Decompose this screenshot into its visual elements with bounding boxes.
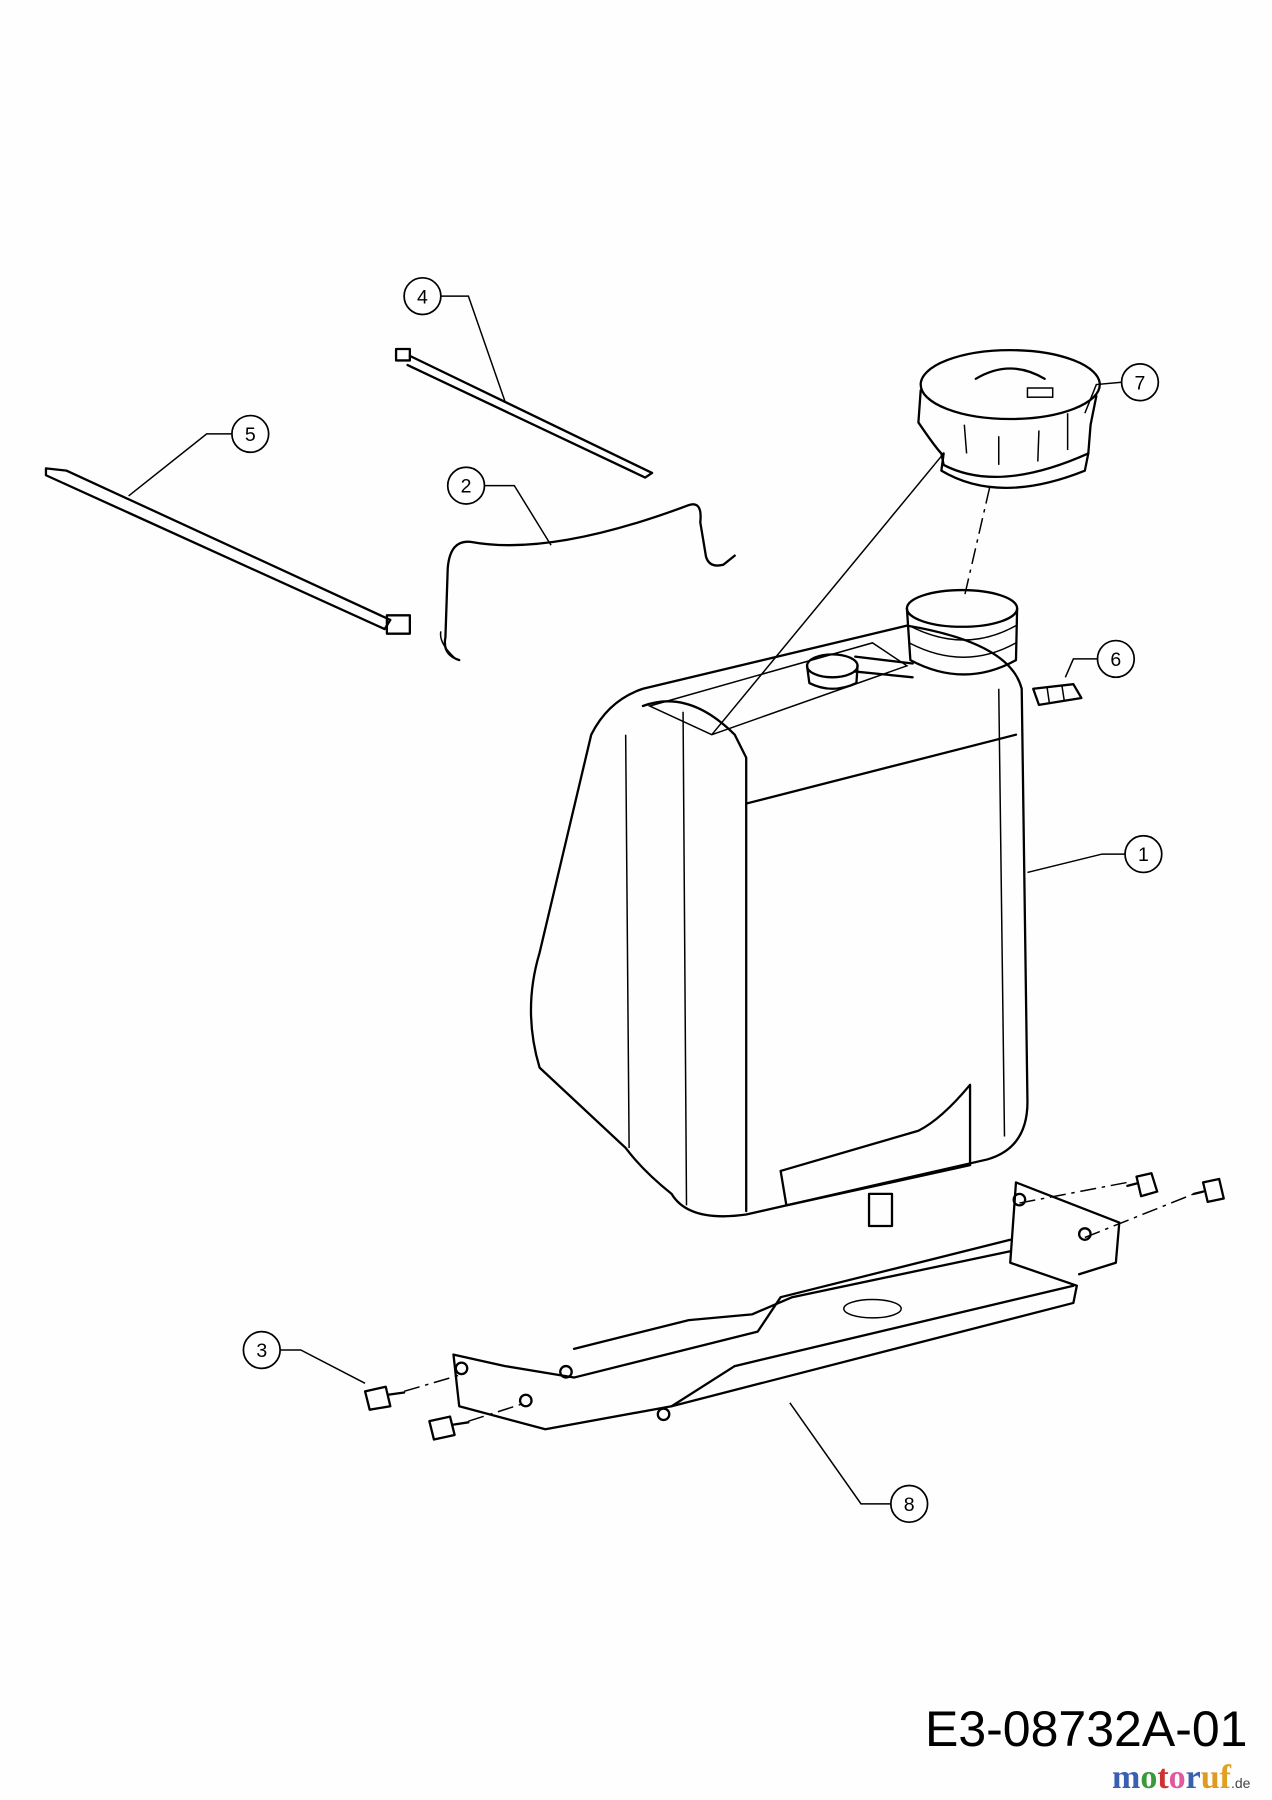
hose-fitting-6 <box>1032 683 1083 706</box>
svg-text:6: 6 <box>1110 649 1121 671</box>
svg-text:1: 1 <box>1138 844 1149 866</box>
cable-tie-5 <box>44 467 412 635</box>
svg-text:8: 8 <box>904 1494 915 1516</box>
wire-clip-2 <box>439 503 736 662</box>
watermark-letter: f <box>1219 1759 1231 1796</box>
bolts-3 <box>363 1172 1225 1441</box>
callout-2: 2 <box>446 466 486 505</box>
watermark-letter: m <box>1112 1759 1141 1796</box>
watermark-suffix: .de <box>1231 1775 1251 1791</box>
watermark-letter: t <box>1157 1759 1169 1796</box>
cable-tie-4 <box>394 347 654 479</box>
svg-text:3: 3 <box>256 1340 267 1362</box>
watermark-letter: u <box>1200 1759 1220 1796</box>
callout-1: 1 <box>1124 834 1163 874</box>
callout-7: 7 <box>1120 363 1160 402</box>
callout-5: 5 <box>231 414 270 454</box>
callout-8: 8 <box>889 1484 929 1524</box>
watermark-logo: motoruf.de <box>1112 1760 1250 1796</box>
fuel-tank-1 <box>529 588 1029 1228</box>
svg-text:4: 4 <box>417 286 428 308</box>
callout-6: 6 <box>1096 639 1136 679</box>
svg-text:2: 2 <box>461 476 472 498</box>
callout-3: 3 <box>242 1330 281 1370</box>
svg-text:5: 5 <box>245 424 256 446</box>
callout-4: 4 <box>403 276 442 316</box>
watermark-letter: o <box>1140 1759 1158 1796</box>
watermark-letter: r <box>1185 1759 1201 1796</box>
assembly-lines <box>403 487 1195 1422</box>
watermark-letter: o <box>1168 1759 1186 1796</box>
tank-bracket-8 <box>452 1181 1121 1431</box>
fuel-cap-7 <box>917 348 1101 489</box>
svg-text:7: 7 <box>1135 372 1146 394</box>
drawing-number: E3-08732A-01 <box>925 1701 1248 1757</box>
